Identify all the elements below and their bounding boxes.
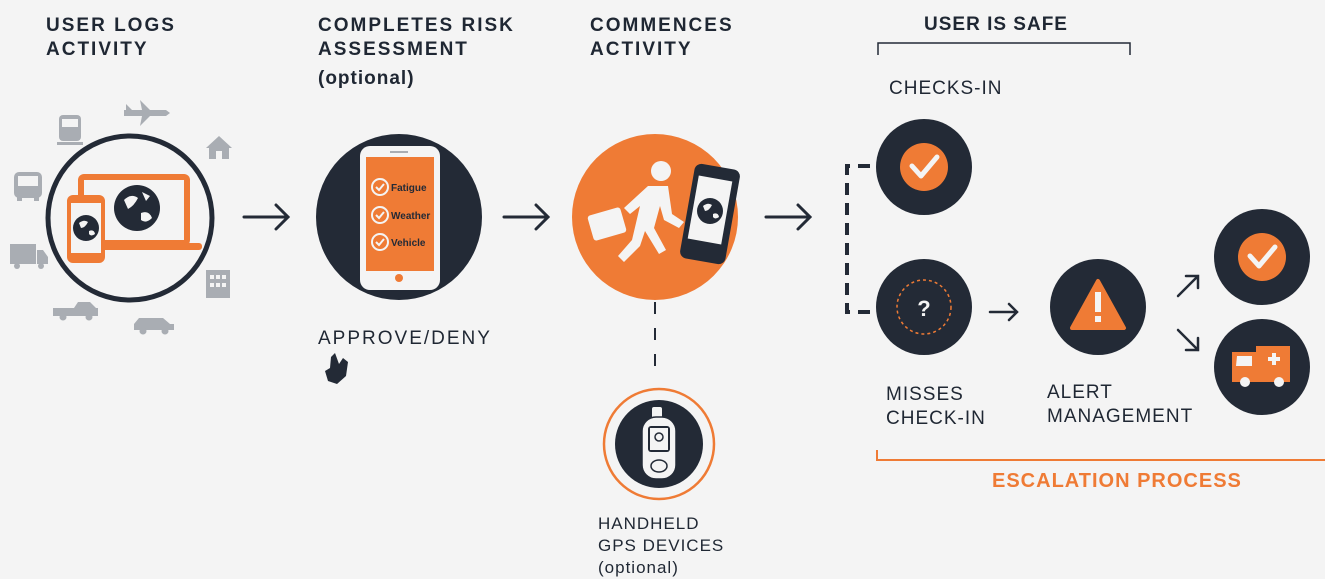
walking-person-icon <box>587 161 684 262</box>
arrow-icon <box>764 203 813 231</box>
escalation-bracket <box>876 450 1325 461</box>
arrow-icon <box>242 203 291 231</box>
step-risk-subtitle: (optional) <box>318 68 415 89</box>
checklist-item: Fatigue <box>391 183 427 194</box>
house-icon <box>206 136 232 159</box>
arrow-up-right-icon <box>1176 274 1200 298</box>
phone-icon <box>680 163 740 265</box>
arrow-icon <box>988 302 1019 322</box>
alert-icon <box>1050 259 1146 355</box>
risk-assessment-icon: Fatigue Weather Vehicle <box>316 134 482 300</box>
ambulance-icon <box>1214 319 1310 415</box>
truck-icon <box>10 244 48 269</box>
hand-pointer-icon <box>325 353 348 384</box>
pickup-truck-icon <box>53 302 98 321</box>
globe-icon <box>114 185 160 231</box>
arrow-down-right-icon <box>1176 328 1200 352</box>
check-icon <box>371 233 389 251</box>
check-icon <box>371 206 389 224</box>
check-icon <box>371 178 389 196</box>
bus-icon <box>14 172 42 201</box>
car-icon <box>134 318 174 335</box>
log-activity-icon <box>45 133 215 303</box>
commence-activity-icon <box>572 134 740 300</box>
branch-connector <box>845 164 870 314</box>
checks-in-label: CHECKS-IN <box>889 78 1003 99</box>
step-log-title: USER LOGS ACTIVITY <box>46 15 176 60</box>
safe-bracket <box>877 42 1131 55</box>
escalation-label: ESCALATION PROCESS <box>992 470 1242 492</box>
alert-label: ALERT MANAGEMENT <box>1047 382 1194 427</box>
safe-header: USER IS SAFE <box>924 14 1068 35</box>
plane-icon <box>124 100 170 126</box>
arrow-icon <box>502 203 551 231</box>
checks-in-icon <box>876 119 972 215</box>
missed-check-in-icon: ? <box>876 259 972 355</box>
checklist-item: Weather <box>391 211 430 222</box>
misses-label: MISSES CHECK-IN <box>886 384 986 429</box>
gps-label: HANDHELD GPS DEVICES (optional) <box>598 514 725 577</box>
svg-text:?: ? <box>917 296 930 321</box>
train-icon <box>57 115 83 145</box>
checklist-item: Vehicle <box>391 238 426 249</box>
step-commence-title: COMMENCES ACTIVITY <box>590 15 734 60</box>
gps-device-icon <box>602 387 716 501</box>
approval-label: APPROVE/DENY <box>318 328 492 349</box>
resolved-check-icon <box>1214 209 1310 305</box>
step-risk-title: COMPLETES RISK ASSESSMENT <box>318 15 515 60</box>
building-icon <box>206 270 230 298</box>
